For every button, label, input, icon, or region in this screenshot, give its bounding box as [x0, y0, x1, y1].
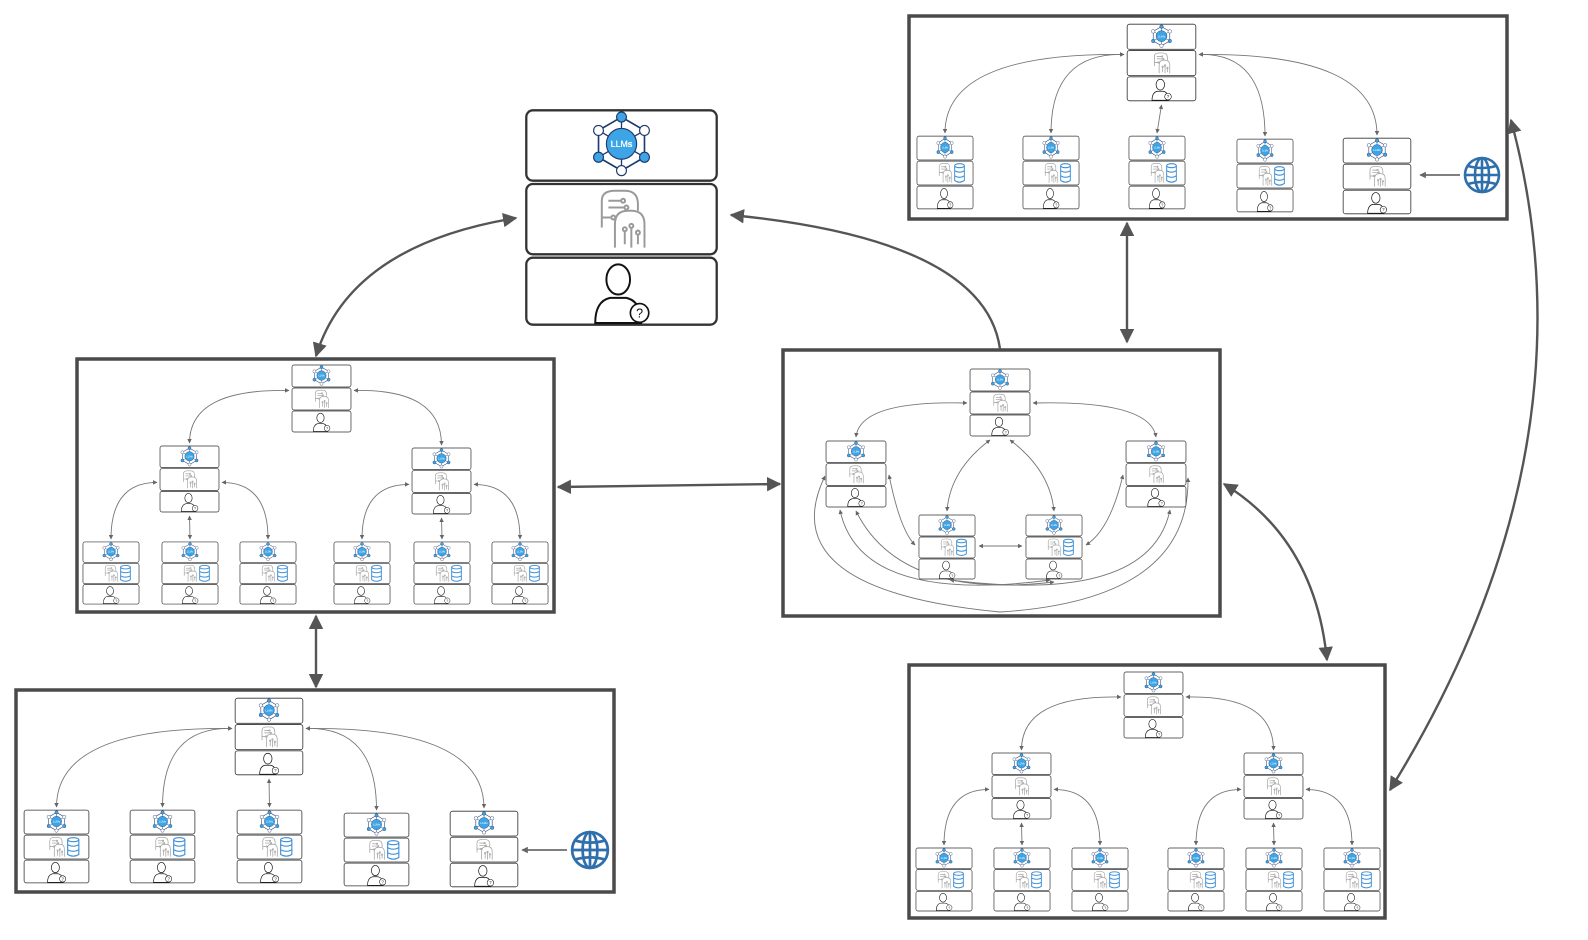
agent-node-with-database[interactable]	[1072, 848, 1128, 911]
agent-node-with-database[interactable]	[162, 542, 218, 604]
arrow-middle-right-to-bottom-right	[1222, 482, 1333, 662]
main-agent-llm-label: LLMs	[610, 139, 633, 149]
arrow-top-right-to-bottom-right	[1388, 118, 1539, 792]
agent-node-with-database[interactable]	[83, 542, 139, 604]
agent-node-with-database[interactable]	[130, 810, 195, 883]
agent-link	[1009, 439, 1056, 512]
agent-link	[945, 439, 991, 512]
agent-link	[1185, 694, 1276, 751]
agent-node[interactable]	[1123, 671, 1184, 739]
agent-node-with-database[interactable]	[919, 515, 975, 579]
agent-node[interactable]	[969, 368, 1031, 437]
agent-link	[108, 480, 158, 540]
agent-link	[854, 400, 968, 438]
agent-node-with-database[interactable]	[994, 848, 1050, 911]
agent-node-with-database[interactable]	[24, 810, 89, 883]
arrow-middle-left-to-middle-right	[556, 476, 782, 495]
agent-link	[1271, 822, 1277, 846]
agent-node-with-database[interactable]	[237, 810, 302, 883]
agent-node-with-database[interactable]	[1129, 136, 1185, 209]
globes	[521, 156, 1501, 870]
globe-icon	[1463, 156, 1501, 194]
agent-link	[221, 480, 271, 540]
agent-node-with-database[interactable]	[240, 542, 296, 604]
agent-link	[1053, 787, 1103, 846]
arrow-middle-right-to-main	[729, 209, 1002, 350]
agent-node[interactable]	[991, 752, 1052, 820]
agent-link	[1019, 694, 1122, 751]
agent-node[interactable]	[159, 445, 220, 513]
agent-node-with-database[interactable]	[1026, 515, 1082, 579]
agent-node-with-database[interactable]	[344, 813, 409, 886]
agent-node-with-database[interactable]	[916, 848, 972, 911]
agent-node[interactable]	[1342, 137, 1412, 215]
panel-top-right	[907, 14, 1509, 221]
agent-node[interactable]	[411, 447, 472, 515]
agent-link	[266, 778, 272, 808]
agent-link	[1032, 400, 1158, 438]
agent-link	[1193, 787, 1242, 846]
agent-node-with-database[interactable]	[334, 542, 390, 604]
agent-node[interactable]	[234, 697, 304, 776]
agent-link	[1198, 52, 1380, 136]
agent-link	[439, 517, 445, 540]
agent-node-with-database[interactable]	[1168, 848, 1224, 911]
agent-node[interactable]	[1126, 23, 1197, 102]
agent-link	[160, 726, 233, 808]
agent-node-with-database[interactable]	[1324, 848, 1380, 911]
agent-node[interactable]	[291, 364, 352, 433]
agent-link	[1019, 822, 1025, 846]
agent-link	[187, 388, 290, 444]
agent-link	[1155, 104, 1164, 134]
globe-icon	[570, 830, 610, 870]
agent-node[interactable]	[1125, 440, 1187, 508]
arrow-main-to-middle-left	[312, 212, 518, 358]
agent-node-with-database[interactable]	[492, 542, 548, 604]
inter-group-connections	[308, 118, 1539, 792]
agent-link	[187, 515, 193, 540]
agent-node-with-database[interactable]	[917, 136, 973, 209]
agent-node-with-database[interactable]	[1023, 136, 1079, 209]
agent-node[interactable]	[825, 440, 887, 508]
agent-link	[941, 787, 990, 846]
agent-node-with-database[interactable]	[1246, 848, 1302, 911]
agent-link	[1305, 787, 1355, 846]
agent-link	[359, 482, 410, 540]
panel-bottom-left	[14, 688, 616, 894]
agent-link	[305, 726, 487, 809]
agent-node-with-database[interactable]	[414, 542, 470, 604]
agent-node[interactable]	[449, 810, 519, 888]
agent-node[interactable]	[1243, 752, 1304, 820]
inner-edges	[54, 52, 1380, 846]
agent-link	[1048, 52, 1125, 134]
agent-link	[473, 482, 523, 540]
agent-link	[353, 388, 444, 446]
agent-node-with-database[interactable]	[1237, 139, 1293, 212]
